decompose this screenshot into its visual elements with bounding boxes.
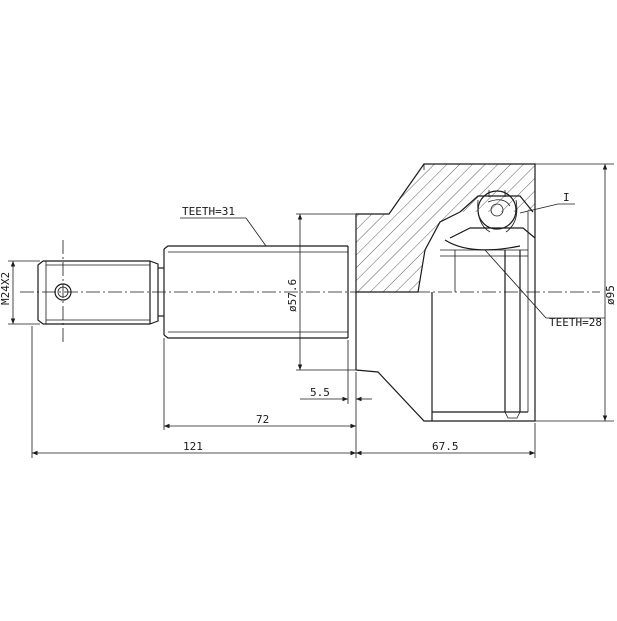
shaft-diameter-dimension: ø57.6 (286, 279, 299, 312)
detail-mark-label: I (563, 191, 570, 204)
bell-diameter-dimension: ø95 (604, 285, 617, 305)
teeth-bell-label: TEETH=28 (549, 316, 602, 329)
ball-cage (444, 190, 536, 251)
shaft-length-dimension: 121 (183, 440, 203, 453)
cross-hole (54, 283, 72, 301)
bell-housing (355, 163, 536, 422)
spline-length-dimension: 72 (256, 413, 269, 426)
spline-shaft (158, 245, 349, 339)
teeth-shaft-label: TEETH=31 (182, 205, 235, 218)
bell-length-dimension: 67.5 (432, 440, 459, 453)
shoulder-dimension: 5.5 (310, 386, 330, 399)
detail-leader (519, 203, 559, 214)
threaded-stub (37, 260, 159, 325)
thread-dimension: M24X2 (0, 272, 12, 305)
